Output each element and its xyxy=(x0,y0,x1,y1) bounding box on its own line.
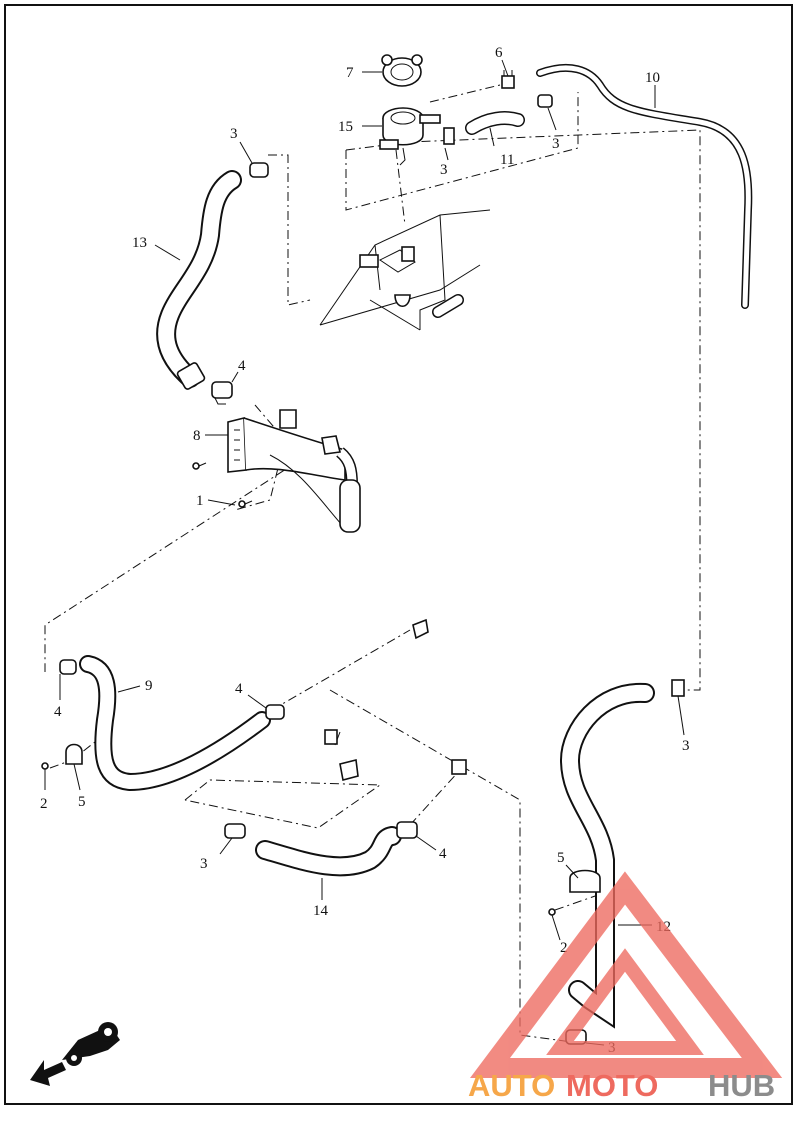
callout-4: 4 xyxy=(238,358,246,374)
frame-section xyxy=(319,209,491,331)
callout-1: 1 xyxy=(196,493,204,509)
hose-9 xyxy=(79,655,271,792)
callout-3: 3 xyxy=(440,162,448,178)
callout-5: 5 xyxy=(557,850,565,866)
hose-13 xyxy=(156,170,242,390)
coolant-reservoir xyxy=(227,409,361,533)
callout-labels: 7 6 10 15 3 3 11 3 13 4 8 1 9 4 4 2 5 3 … xyxy=(40,45,690,1056)
callout-13: 13 xyxy=(132,235,147,251)
clamp-4-a xyxy=(211,381,233,405)
callout-6: 6 xyxy=(495,45,503,61)
callout-3: 3 xyxy=(682,738,690,754)
clamp-3-top xyxy=(249,94,553,178)
callout-3: 3 xyxy=(552,136,560,152)
callout-10: 10 xyxy=(645,70,660,86)
clamps-9 xyxy=(41,618,429,781)
leader-lines xyxy=(44,59,685,1046)
watermark-text: AUTO MOTO HUB xyxy=(468,1068,775,1103)
callout-11: 11 xyxy=(500,152,514,168)
callout-5: 5 xyxy=(78,794,86,810)
screws-1 xyxy=(192,462,253,508)
radiator-cap xyxy=(381,54,423,87)
callout-4: 4 xyxy=(439,846,447,862)
callout-3: 3 xyxy=(200,856,208,872)
clamp-6 xyxy=(501,70,515,89)
hose-14 xyxy=(224,759,467,877)
callout-8: 8 xyxy=(193,428,201,444)
automotohub-watermark-logo xyxy=(470,871,783,1078)
callout-2: 2 xyxy=(40,796,48,812)
callout-4: 4 xyxy=(235,681,243,697)
diagram-frame xyxy=(4,4,793,1105)
callout-14: 14 xyxy=(313,903,329,919)
motorcycle-front-arrow-icon xyxy=(30,1022,120,1086)
callout-3: 3 xyxy=(230,126,238,142)
watermark-part-moto: MOTO xyxy=(566,1068,658,1103)
hose-10 xyxy=(536,63,753,309)
hose-11 xyxy=(465,111,525,135)
callout-15: 15 xyxy=(338,119,353,135)
callout-9: 9 xyxy=(145,678,153,694)
filler-neck xyxy=(379,107,441,166)
watermark-part-auto: AUTO xyxy=(468,1068,555,1103)
hose-12 xyxy=(548,679,685,1045)
callout-7: 7 xyxy=(346,65,354,81)
callout-4: 4 xyxy=(54,704,62,720)
watermark-part-hub: HUB xyxy=(708,1068,775,1103)
callout-2: 2 xyxy=(560,940,568,956)
